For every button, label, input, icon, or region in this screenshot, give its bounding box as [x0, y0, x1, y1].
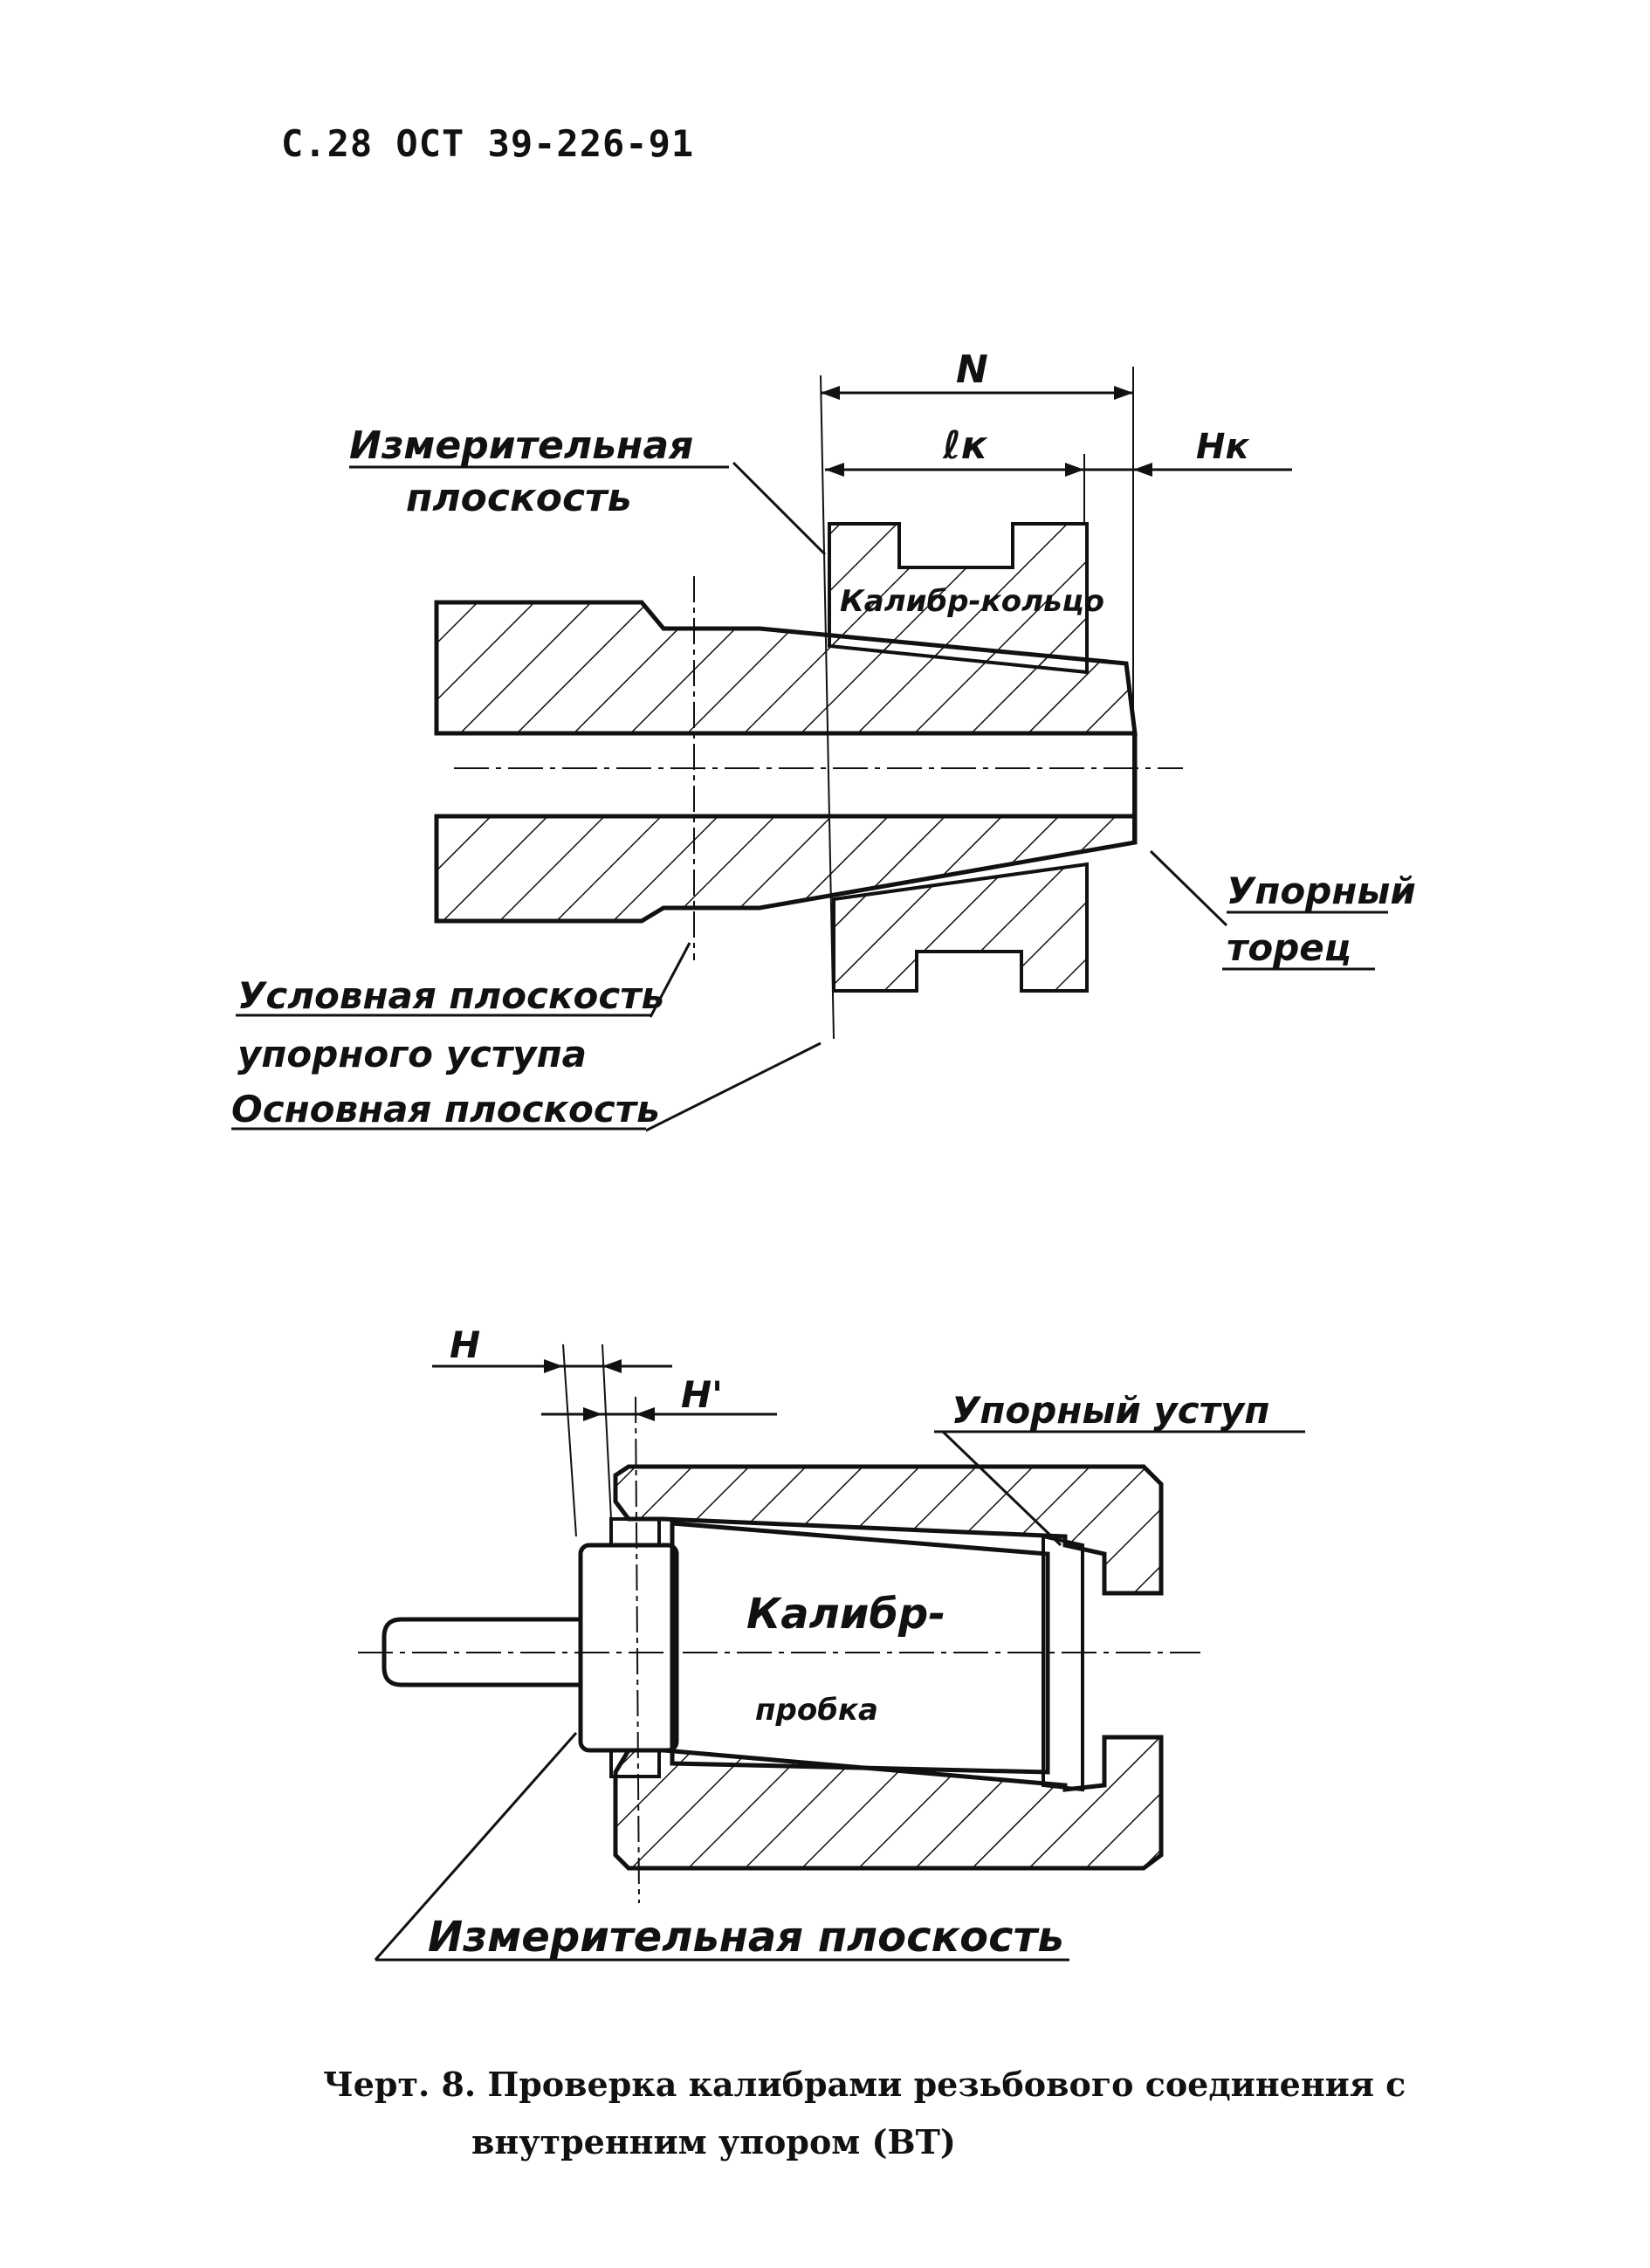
dim-hk-label: Hк — [1196, 427, 1249, 467]
ring-gauge-bottom — [832, 862, 1089, 993]
dim-n-label: N — [956, 347, 988, 392]
top-figure — [231, 367, 1388, 1132]
leader-stop-face — [1149, 849, 1228, 927]
base-plane-line — [820, 375, 835, 1040]
plug-gauge-label-1: Калибр- — [746, 1590, 945, 1639]
ring-gauge-top — [828, 522, 1089, 675]
leader-cond-plane — [649, 942, 691, 1018]
bottom-figure — [358, 1344, 1305, 1962]
dim-lk-label: ℓк — [942, 423, 988, 468]
leader-bottom-measuring-plane — [374, 1732, 578, 1961]
caption-line-1: Черт. 8. Проверка калибрами резьбового с… — [323, 2065, 1406, 2104]
dim-h-prime-label: H' — [681, 1373, 723, 1416]
box-lower-wall — [613, 1735, 1164, 1871]
figure-caption: Черт. 8. Проверка калибрами резьбового с… — [323, 2056, 1406, 2171]
cond-plane-label-2: упорного уступа — [237, 1033, 587, 1076]
box-upper-wall — [613, 1464, 1164, 1596]
stop-face-label-2: торец — [1227, 926, 1351, 969]
dim-h-label: H — [450, 1323, 480, 1366]
stop-face-label-1: Упорный — [1227, 869, 1416, 912]
measuring-plane-label-2: плоскость — [406, 476, 631, 520]
base-plane-label: Основная плоскость — [231, 1088, 660, 1131]
stop-shoulder-label: Упорный уступ — [952, 1389, 1269, 1432]
page-header: С.28 ОСТ 39-226-91 — [281, 122, 695, 165]
cond-plane-label-1: Условная плоскость — [237, 974, 664, 1017]
plug-gauge-collar — [578, 1543, 679, 1753]
measuring-plane-label-1: Измерительная — [349, 423, 693, 468]
stop-shoulder — [1042, 1534, 1084, 1792]
plug-gauge-cone — [670, 1521, 1050, 1775]
ring-gauge-label: Калибр-кольцо — [840, 584, 1104, 619]
bottom-measuring-plane-label: Измерительная плоскость — [428, 1913, 1064, 1962]
leader-measuring-plane — [732, 461, 827, 556]
caption-line-2: внутренним упором (ВТ) — [471, 2122, 956, 2161]
leader-base-plane — [645, 1041, 822, 1132]
leader-stop-shoulder — [941, 1430, 1062, 1547]
plug-gauge-label-2: пробка — [755, 1693, 878, 1728]
